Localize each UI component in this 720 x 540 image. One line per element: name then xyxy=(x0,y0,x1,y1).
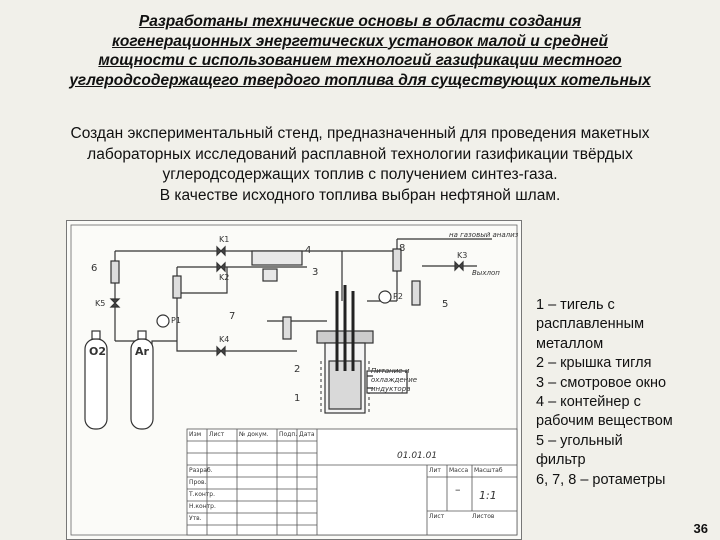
legend-line-2: расплавленным xyxy=(536,316,645,333)
label-k4: K4 xyxy=(219,335,230,344)
heater-note: Питание и охлаждение индуктора xyxy=(371,367,418,393)
rotameter-7 xyxy=(172,275,182,299)
outlet-exhaust: Выхлоп xyxy=(472,269,500,277)
intro-line-2: лабораторных исследований расплавной тех… xyxy=(87,145,633,163)
valve-k3 xyxy=(454,260,464,272)
title-line-3: мощности с использованием технологий газ… xyxy=(98,52,622,69)
stamp-scale: 1:1 xyxy=(479,489,497,502)
valve-k2 xyxy=(216,261,226,273)
stamp-row-3: Подп. xyxy=(279,431,298,438)
schematic-svg xyxy=(70,224,518,536)
callout-7: 7 xyxy=(229,311,236,322)
stamp-sheet: Лист xyxy=(429,513,445,520)
label-k3: K3 xyxy=(457,251,468,260)
callout-6: 6 xyxy=(91,263,98,274)
stamp-col-mass: Масса xyxy=(449,467,469,474)
legend-line-8: 5 – угольный xyxy=(536,432,623,449)
legend-line-9: фильтр xyxy=(536,452,586,469)
stamp-row-7: Т.контр. xyxy=(189,491,216,498)
legend-line-10: 6, 7, 8 – ротаметры xyxy=(536,471,666,488)
stamp-row-4: Дата xyxy=(299,431,315,438)
label-k2: K2 xyxy=(219,273,230,282)
valve-k5 xyxy=(109,298,121,308)
callout-8: 8 xyxy=(399,243,406,254)
title-line-1: Разработаны технические основы в области… xyxy=(138,13,582,30)
container-4 xyxy=(251,250,303,266)
title-block xyxy=(186,428,518,536)
cylinder-ar xyxy=(130,330,154,430)
legend-line-4: 2 – крышка тигля xyxy=(536,355,652,372)
stamp-row-2: № докум. xyxy=(239,431,269,438)
stamp-row-5: Разраб. xyxy=(189,467,213,474)
viewport-3 xyxy=(262,268,278,282)
stamp-row-6: Пров. xyxy=(189,479,207,486)
stamp-code: 01.01.01 xyxy=(397,451,438,461)
label-p1: P1 xyxy=(171,316,181,325)
intro-text: Создан экспериментальный стенд, предназн… xyxy=(8,124,712,206)
callout-5: 5 xyxy=(442,299,449,310)
page-number: 36 xyxy=(693,521,708,536)
legend-line-5: 3 – смотровое окно xyxy=(536,374,667,391)
stamp-row-0: Изм xyxy=(189,431,202,438)
valve-k4 xyxy=(216,345,226,357)
label-o2: O2 xyxy=(89,345,107,358)
slide-title: Разработаны технические основы в области… xyxy=(10,12,710,90)
label-k1: K1 xyxy=(219,235,230,244)
stamp-col-scale: Масштаб xyxy=(474,467,503,474)
label-p2: P2 xyxy=(393,292,403,301)
title-line-4: углеродсодержащего твердого топлива для … xyxy=(69,71,651,89)
intro-line-3: углеродсодержащих топлив с получением си… xyxy=(162,166,558,183)
stamp-dash: – xyxy=(455,483,461,496)
reactor xyxy=(316,285,408,414)
callout-3: 3 xyxy=(312,267,319,278)
label-k5: K5 xyxy=(95,299,106,308)
rotameter-7b xyxy=(282,316,292,340)
intro-line-4: В качестве исходного топлива выбран нефт… xyxy=(159,186,561,204)
stamp-row-9: Утв. xyxy=(189,515,202,522)
callout-2: 2 xyxy=(294,364,301,375)
outlet-gas-analysis: на газовый анализ xyxy=(449,231,519,239)
legend-line-7: рабочим веществом xyxy=(536,413,673,430)
rotameter-6 xyxy=(110,260,120,284)
cylinder-o2 xyxy=(84,330,108,430)
component-legend: 1 – тигель с расплавленным металлом 2 – … xyxy=(536,296,716,490)
rotameter-8 xyxy=(392,248,402,272)
valve-k1 xyxy=(216,245,226,257)
stamp-row-8: Н.контр. xyxy=(189,503,216,510)
gauge-p2 xyxy=(378,290,392,304)
pipe-k2-branch xyxy=(177,267,228,294)
callout-1: 1 xyxy=(294,393,301,404)
stamp-sheets: Листов xyxy=(472,513,495,520)
legend-line-1: 1 – тигель с xyxy=(536,297,615,313)
gauge-p1 xyxy=(156,314,170,328)
callout-4: 4 xyxy=(305,245,312,256)
legend-line-6: 4 – контейнер с xyxy=(536,394,641,411)
filter-5 xyxy=(411,280,421,306)
intro-line-1: Создан экспериментальный стенд, предназн… xyxy=(70,125,650,142)
stamp-col-lit: Лит xyxy=(429,467,441,474)
legend-line-3: металлом xyxy=(536,335,604,352)
label-ar: Ar xyxy=(135,345,149,358)
schematic-drawing: K1 K2 K3 K4 K5 P1 P2 O2 Ar 1 2 3 4 5 6 7… xyxy=(66,220,522,540)
stamp-row-1: Лист xyxy=(209,431,225,438)
title-line-2: когенерационных энергетических установок… xyxy=(112,32,608,50)
